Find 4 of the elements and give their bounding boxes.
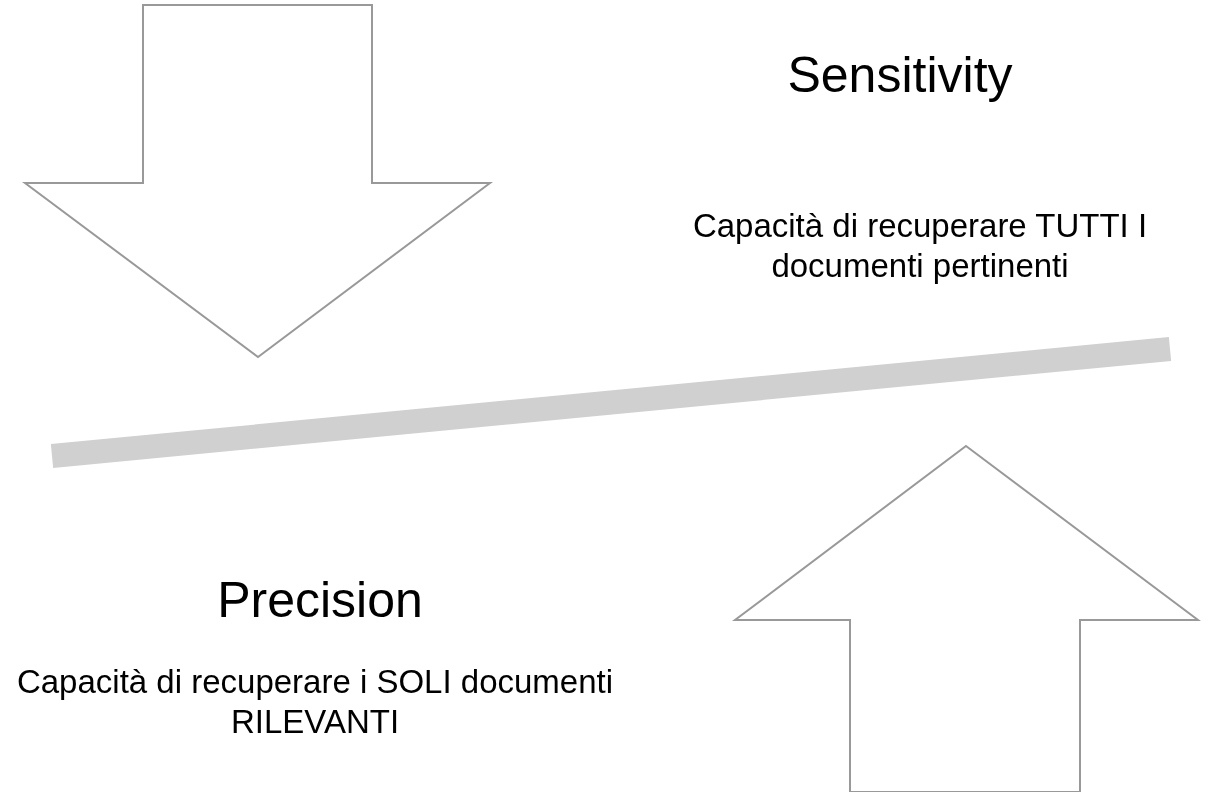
description-text: Capacità di recuperare TUTTI I documenti pertinenti [691, 206, 1149, 286]
description-text: Capacità di recuperare i SOLI documenti RILEVANTI [15, 662, 615, 742]
heading: Sensitivity [786, 46, 1014, 105]
heading: Precision [216, 571, 424, 630]
